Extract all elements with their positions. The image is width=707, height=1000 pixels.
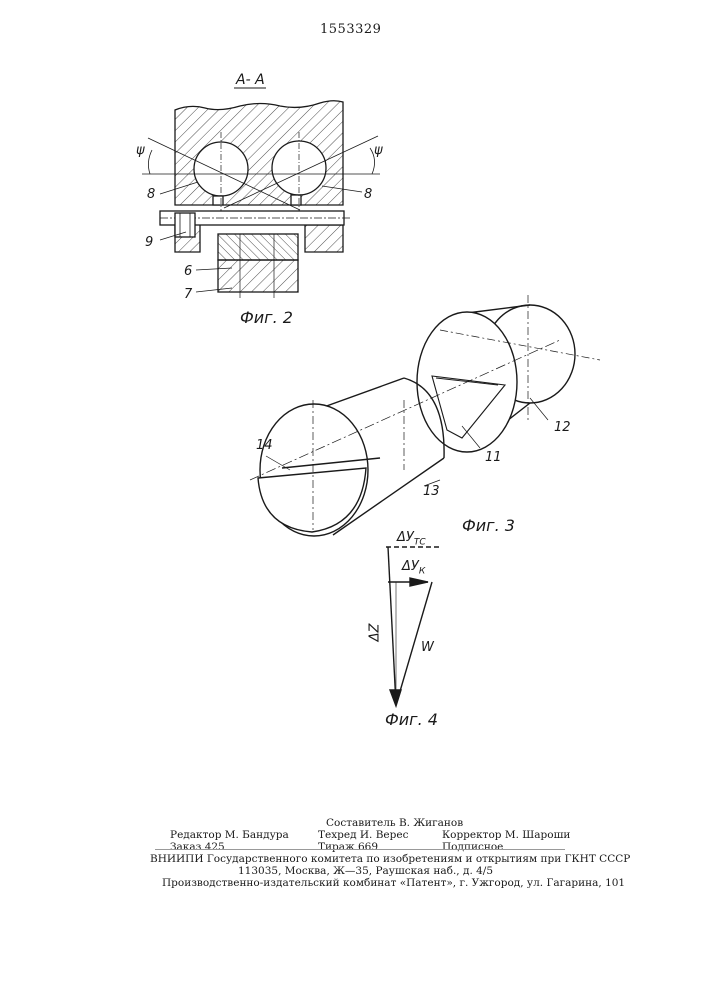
- label-11: 11: [485, 450, 502, 465]
- imprint-publisher: Производственно-издательский комбинат «П…: [162, 877, 625, 889]
- section-label: А- А: [236, 72, 265, 88]
- fig2-drawing: [142, 88, 380, 298]
- imprint-order: Заказ 425: [170, 841, 225, 853]
- fig2-caption: Фиг. 2: [240, 308, 293, 327]
- imprint-circulation: Тираж 669: [318, 841, 378, 853]
- label-14: 14: [256, 438, 273, 453]
- half-14: [258, 468, 366, 532]
- imprint-subscription: Подписное: [442, 841, 503, 853]
- label-delta-z: ΔZ: [367, 624, 382, 642]
- label-9: 9: [145, 235, 153, 250]
- label-8-left: 8: [147, 187, 155, 202]
- fig4-caption: Фиг. 4: [385, 710, 438, 729]
- nut-9: [175, 213, 195, 237]
- label-delta-y-k: ΔУК: [402, 559, 425, 577]
- imprint-divider: [155, 849, 565, 850]
- label-13: 13: [423, 484, 440, 499]
- label-6: 6: [184, 264, 192, 279]
- label-delta-y-tc: ΔУТС: [397, 530, 426, 548]
- label-w: W: [421, 640, 434, 655]
- imprint-compiler: Составитель В. Жиганов: [326, 817, 463, 829]
- imprint-address: 113035, Москва, Ж—35, Раушская наб., д. …: [238, 865, 493, 877]
- imprint-techred: Техред И. Верес: [318, 829, 408, 841]
- block-7: [218, 260, 298, 292]
- imprint-corrector: Корректор М. Шароши: [442, 829, 570, 841]
- fig3-drawing: [250, 295, 600, 536]
- angle-label-right: ψ: [374, 143, 383, 158]
- label-8-right: 8: [364, 187, 372, 202]
- fig3-caption: Фиг. 3: [462, 516, 515, 535]
- imprint-org: ВНИИПИ Государственного комитета по изоб…: [150, 853, 630, 865]
- imprint-editor: Редактор М. Бандура: [170, 829, 289, 841]
- vector-arrow-head: [390, 690, 401, 706]
- block-6: [218, 234, 298, 260]
- label-7: 7: [184, 287, 192, 302]
- label-12: 12: [554, 420, 571, 435]
- angle-label-left: ψ: [136, 143, 145, 158]
